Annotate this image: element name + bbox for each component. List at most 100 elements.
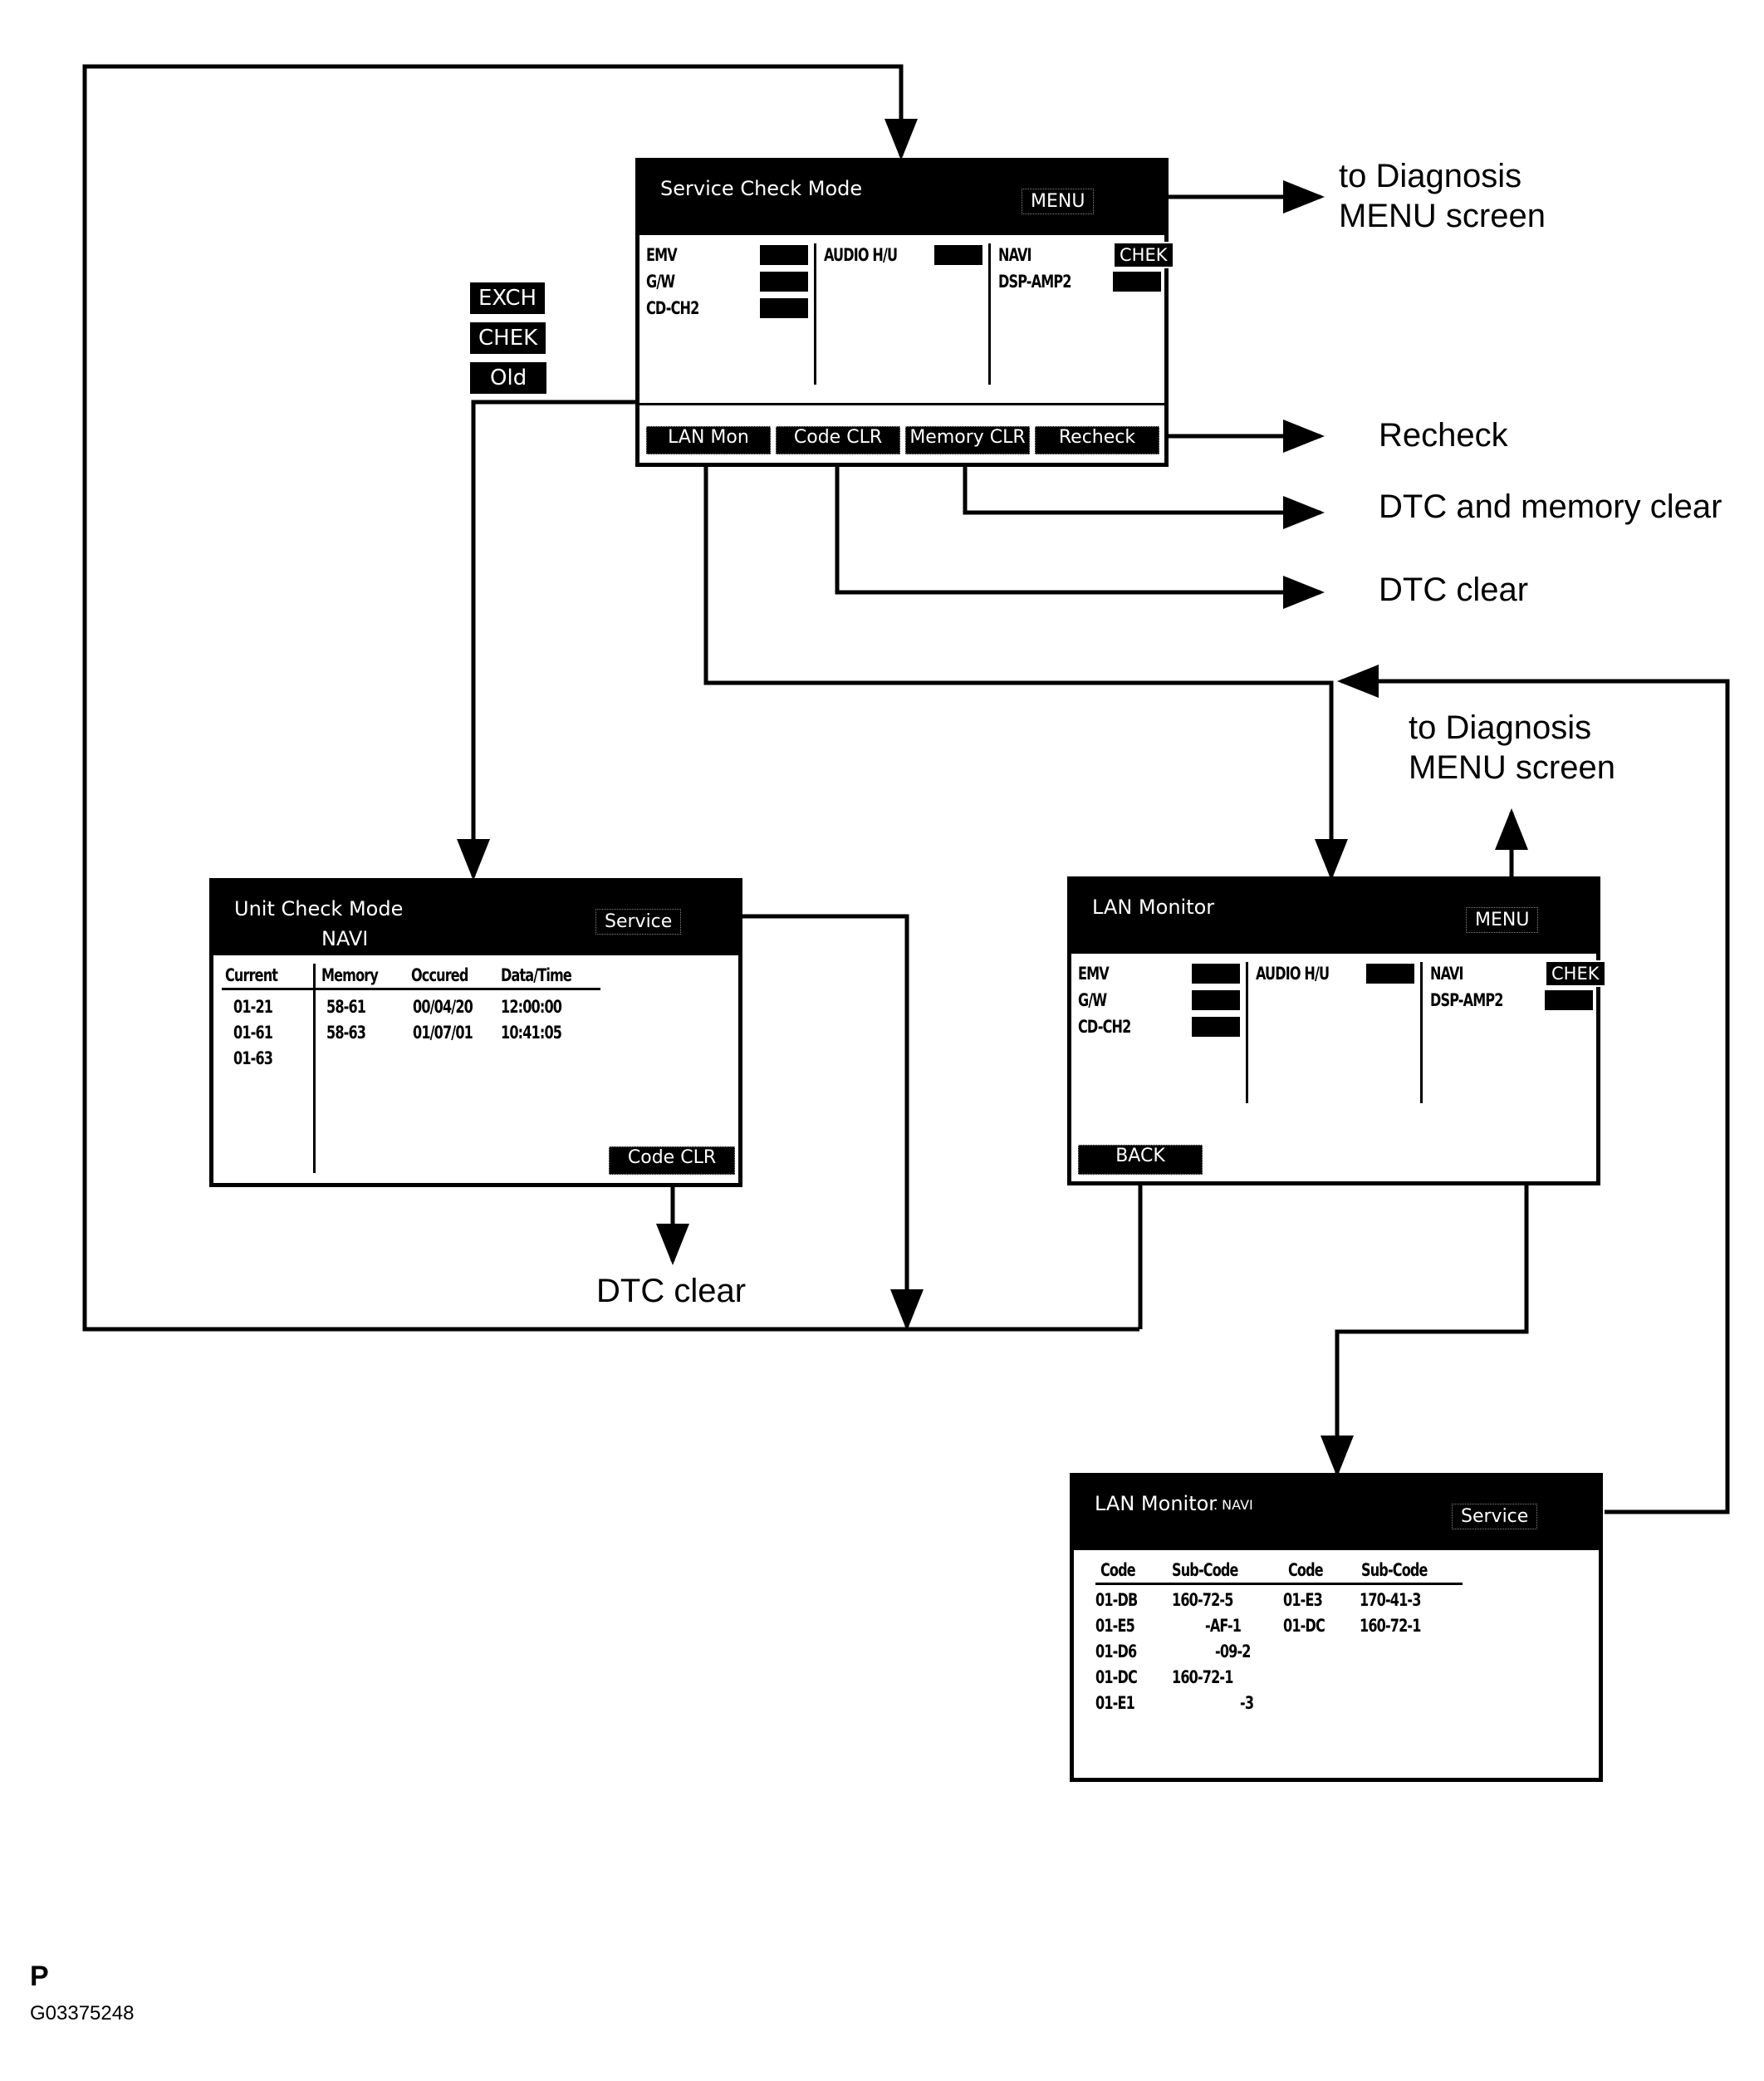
unit-label-gw: G/W xyxy=(1078,990,1107,1010)
note-dtc-clear-2: DTC clear xyxy=(596,1273,747,1309)
status-cdch2[interactable] xyxy=(760,298,808,318)
col-header-subcode: Sub-Code xyxy=(1172,1560,1238,1580)
unit-service-arrow xyxy=(737,914,924,1331)
note-line: MENU screen xyxy=(1339,198,1546,234)
dtc-subcode: 160-72-1 xyxy=(1172,1667,1233,1687)
header-underline xyxy=(222,988,600,990)
col-header-code: Code xyxy=(1288,1560,1324,1580)
unit-label-navi: NAVI xyxy=(998,245,1032,265)
memory-code: 58-61 xyxy=(326,997,366,1017)
note-to-diagnosis-menu-1: to Diagnosis MENU screen xyxy=(1339,156,1546,236)
status-navi-chek[interactable]: CHEK xyxy=(1113,242,1174,268)
unit-check-header: Unit Check Mode NAVI Service xyxy=(213,882,738,955)
memory-clr-button[interactable]: Memory CLR xyxy=(905,426,1030,454)
col-header-current: Current xyxy=(225,965,278,985)
service-check-header: Service Check Mode MENU xyxy=(639,162,1164,235)
col-header-subcode: Sub-Code xyxy=(1361,1560,1428,1580)
status-emv[interactable] xyxy=(760,245,808,265)
dtc-subcode: 160-72-1 xyxy=(1360,1616,1421,1636)
legend-old: Old xyxy=(468,361,549,395)
current-code: 01-63 xyxy=(233,1048,273,1068)
note-line: to Diagnosis xyxy=(1339,158,1522,194)
occured-time: 12:00:00 xyxy=(501,997,562,1017)
col-divider xyxy=(1246,962,1248,1103)
service-check-title: Service Check Mode xyxy=(660,177,863,200)
unit-label-audio: AUDIO H/U xyxy=(824,245,898,265)
header-underline xyxy=(1095,1583,1463,1585)
note-line: MENU screen xyxy=(1409,749,1615,786)
status-gw[interactable] xyxy=(1192,990,1240,1010)
lan-mon-button[interactable]: LAN Mon xyxy=(646,426,771,454)
lan-navi-service-arrow xyxy=(1337,665,1730,1514)
code-clr-button[interactable]: Code CLR xyxy=(776,426,900,454)
note-dtc-memory-clear: DTC and memory clear xyxy=(1379,488,1722,525)
status-gw[interactable] xyxy=(760,272,808,292)
code-clr-arrow xyxy=(835,453,1325,609)
menu-button[interactable]: MENU xyxy=(1022,189,1095,214)
status-audio[interactable] xyxy=(1366,964,1414,984)
figure-id: G03375248 xyxy=(30,2002,135,2025)
lan-monitor-screen: LAN Monitor MENU EMV G/W CD-CH2 AUDIO H/… xyxy=(1067,876,1606,1185)
col-header-code: Code xyxy=(1100,1560,1136,1580)
service-check-screen: Service Check Mode MENU EMV G/W CD-CH2 A… xyxy=(635,158,1174,467)
unit-label-dspamp2: DSP-AMP2 xyxy=(998,272,1071,292)
unit-check-title: Unit Check Mode xyxy=(234,897,404,920)
note-recheck: Recheck xyxy=(1379,417,1508,454)
unit-label-audio: AUDIO H/U xyxy=(1256,964,1330,984)
dtc-subcode: 170-41-3 xyxy=(1360,1590,1421,1610)
col-divider xyxy=(988,243,991,385)
loop-to-service-check xyxy=(82,64,1139,1332)
lan-mon-arrow xyxy=(703,453,1348,881)
service-button[interactable]: Service xyxy=(1452,1504,1538,1529)
unit-label-cdch2: CD-CH2 xyxy=(646,298,699,318)
softkey-divider xyxy=(639,403,1164,405)
dtc-subcode: -09-2 xyxy=(1215,1642,1251,1661)
unit-label-gw: G/W xyxy=(646,272,675,292)
lan-navi-screen: LAN Monitor . NAVI Service Code Sub-Code… xyxy=(1070,1473,1603,1782)
unit-check-subtitle: NAVI xyxy=(321,927,369,950)
unit-label-cdch2: CD-CH2 xyxy=(1078,1017,1131,1037)
lan-navi-header: LAN Monitor . NAVI Service xyxy=(1074,1477,1599,1550)
note-dtc-clear-1: DTC clear xyxy=(1379,572,1529,608)
col-header-datetime: Data/Time xyxy=(501,965,572,985)
unit-label-navi: NAVI xyxy=(1430,964,1464,984)
occured-date: 01/07/01 xyxy=(413,1023,473,1043)
status-dspamp2[interactable] xyxy=(1545,990,1593,1010)
code-clr-button[interactable]: Code CLR xyxy=(609,1146,735,1175)
status-emv[interactable] xyxy=(1192,964,1240,984)
dtc-code: 01-DC xyxy=(1095,1667,1138,1687)
note-to-diagnosis-menu-2: to Diagnosis MENU screen xyxy=(1409,708,1615,788)
dtc-code: 01-DB xyxy=(1095,1590,1138,1610)
status-audio[interactable] xyxy=(934,245,982,265)
dtc-subcode: -AF-1 xyxy=(1205,1616,1242,1636)
col-divider xyxy=(814,243,816,385)
back-button[interactable]: BACK xyxy=(1078,1145,1203,1175)
lan-navi-title-suffix: . NAVI xyxy=(1213,1497,1253,1513)
note-line: to Diagnosis xyxy=(1409,709,1592,746)
dtc-code: 01-E3 xyxy=(1283,1590,1323,1610)
dtc-subcode: -3 xyxy=(1240,1693,1254,1713)
dtc-code: 01-D6 xyxy=(1095,1642,1137,1661)
menu-button[interactable]: MENU xyxy=(1466,907,1539,933)
col-divider xyxy=(1420,962,1423,1103)
legend-exch: EXCH xyxy=(468,281,547,316)
col-divider xyxy=(313,964,316,1173)
lan-monitor-title: LAN Monitor xyxy=(1092,896,1215,919)
status-cdch2[interactable] xyxy=(1192,1017,1240,1037)
dtc-code: 01-DC xyxy=(1283,1616,1325,1636)
occured-date: 00/04/20 xyxy=(413,997,473,1017)
legend-chek: CHEK xyxy=(468,321,548,356)
recheck-button[interactable]: Recheck xyxy=(1035,426,1159,454)
col-header-occured: Occured xyxy=(411,965,468,985)
service-button[interactable]: Service xyxy=(595,909,682,935)
dtc-code: 01-E5 xyxy=(1095,1616,1135,1636)
status-dspamp2[interactable] xyxy=(1113,272,1161,292)
col-header-memory: Memory xyxy=(321,965,379,985)
status-navi-chek[interactable]: CHEK xyxy=(1545,960,1606,987)
memory-clr-arrow xyxy=(963,453,1325,529)
memory-code: 58-63 xyxy=(326,1023,366,1043)
unit-label-emv: EMV xyxy=(646,245,678,265)
lan-navi-title: LAN Monitor xyxy=(1095,1492,1218,1515)
unit-check-screen: Unit Check Mode NAVI Service Current Mem… xyxy=(209,878,742,1187)
current-code: 01-21 xyxy=(233,997,273,1017)
